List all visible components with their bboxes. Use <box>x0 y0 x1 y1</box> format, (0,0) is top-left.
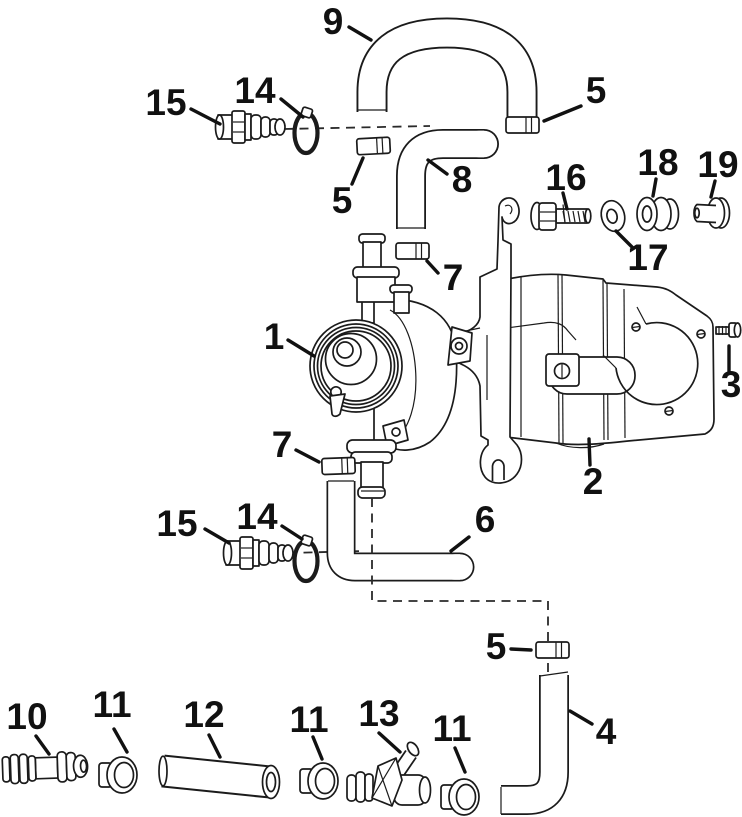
tube-12 <box>158 754 281 800</box>
flange-bolt <box>530 201 592 231</box>
callout-17: 17 <box>627 237 668 278</box>
screw <box>715 322 742 338</box>
callout-9: 9 <box>323 1 344 42</box>
callout-14-top: 14 <box>234 70 276 111</box>
callout-16: 16 <box>545 157 586 198</box>
callout-5-top-left: 5 <box>332 180 353 221</box>
callout-14-bottom: 14 <box>236 496 278 537</box>
bracket-screw-holes <box>631 322 706 416</box>
hose-4 <box>500 671 569 815</box>
callout-13: 13 <box>358 693 399 734</box>
callout-19: 19 <box>697 144 738 185</box>
hose-9 <box>356 17 538 124</box>
grommet <box>636 196 680 232</box>
callout-11-first: 11 <box>92 684 131 725</box>
clamp-sleeve-7-upper <box>395 242 430 260</box>
callout-15-bottom: 15 <box>156 503 197 544</box>
callout-18: 18 <box>637 142 678 183</box>
callout-11-second: 11 <box>289 699 328 740</box>
cap-11-first <box>98 756 138 794</box>
clamp-sleeve-5-top-left <box>355 136 392 156</box>
clamp-sleeve-7-lower <box>320 456 357 476</box>
callout-2: 2 <box>583 461 604 502</box>
hose-fitting-10 <box>1 751 89 785</box>
callout-15-top: 15 <box>145 82 186 123</box>
callout-11-third: 11 <box>432 708 471 749</box>
clamp-sleeve-5-bottom <box>535 641 570 659</box>
hose-6 <box>326 480 475 582</box>
washer <box>600 199 626 233</box>
callout-12: 12 <box>183 694 224 735</box>
cap-11-second <box>299 762 339 800</box>
callout-5-top-right: 5 <box>586 70 607 111</box>
callout-1: 1 <box>264 316 285 357</box>
callout-5-bottom: 5 <box>486 626 507 667</box>
check-valve-13 <box>346 741 432 807</box>
callout-10: 10 <box>6 696 47 737</box>
callout-6: 6 <box>475 499 496 540</box>
callout-8: 8 <box>452 159 473 200</box>
clamp-sleeve-5-top-right <box>505 116 540 134</box>
wire-hose-clamp-14-bottom <box>295 535 318 581</box>
cap-11-third <box>440 778 480 816</box>
callout-3: 3 <box>721 364 742 405</box>
hose-fitting-15-top <box>214 110 286 144</box>
fuel-pump <box>309 233 473 499</box>
callout-numbers: 9 15 14 5 5 8 16 18 19 17 7 1 2 3 7 15 1… <box>6 1 741 752</box>
callout-7-upper: 7 <box>443 257 464 298</box>
hose-fitting-15-bottom <box>222 536 294 570</box>
mounting-bracket <box>451 197 715 484</box>
callout-7-lower: 7 <box>272 424 293 465</box>
callout-leader-lines <box>34 25 731 774</box>
callout-4: 4 <box>596 711 617 752</box>
alignment-dashed-path-lower <box>371 498 549 672</box>
hose-8 <box>396 129 499 229</box>
bushing <box>693 197 731 229</box>
